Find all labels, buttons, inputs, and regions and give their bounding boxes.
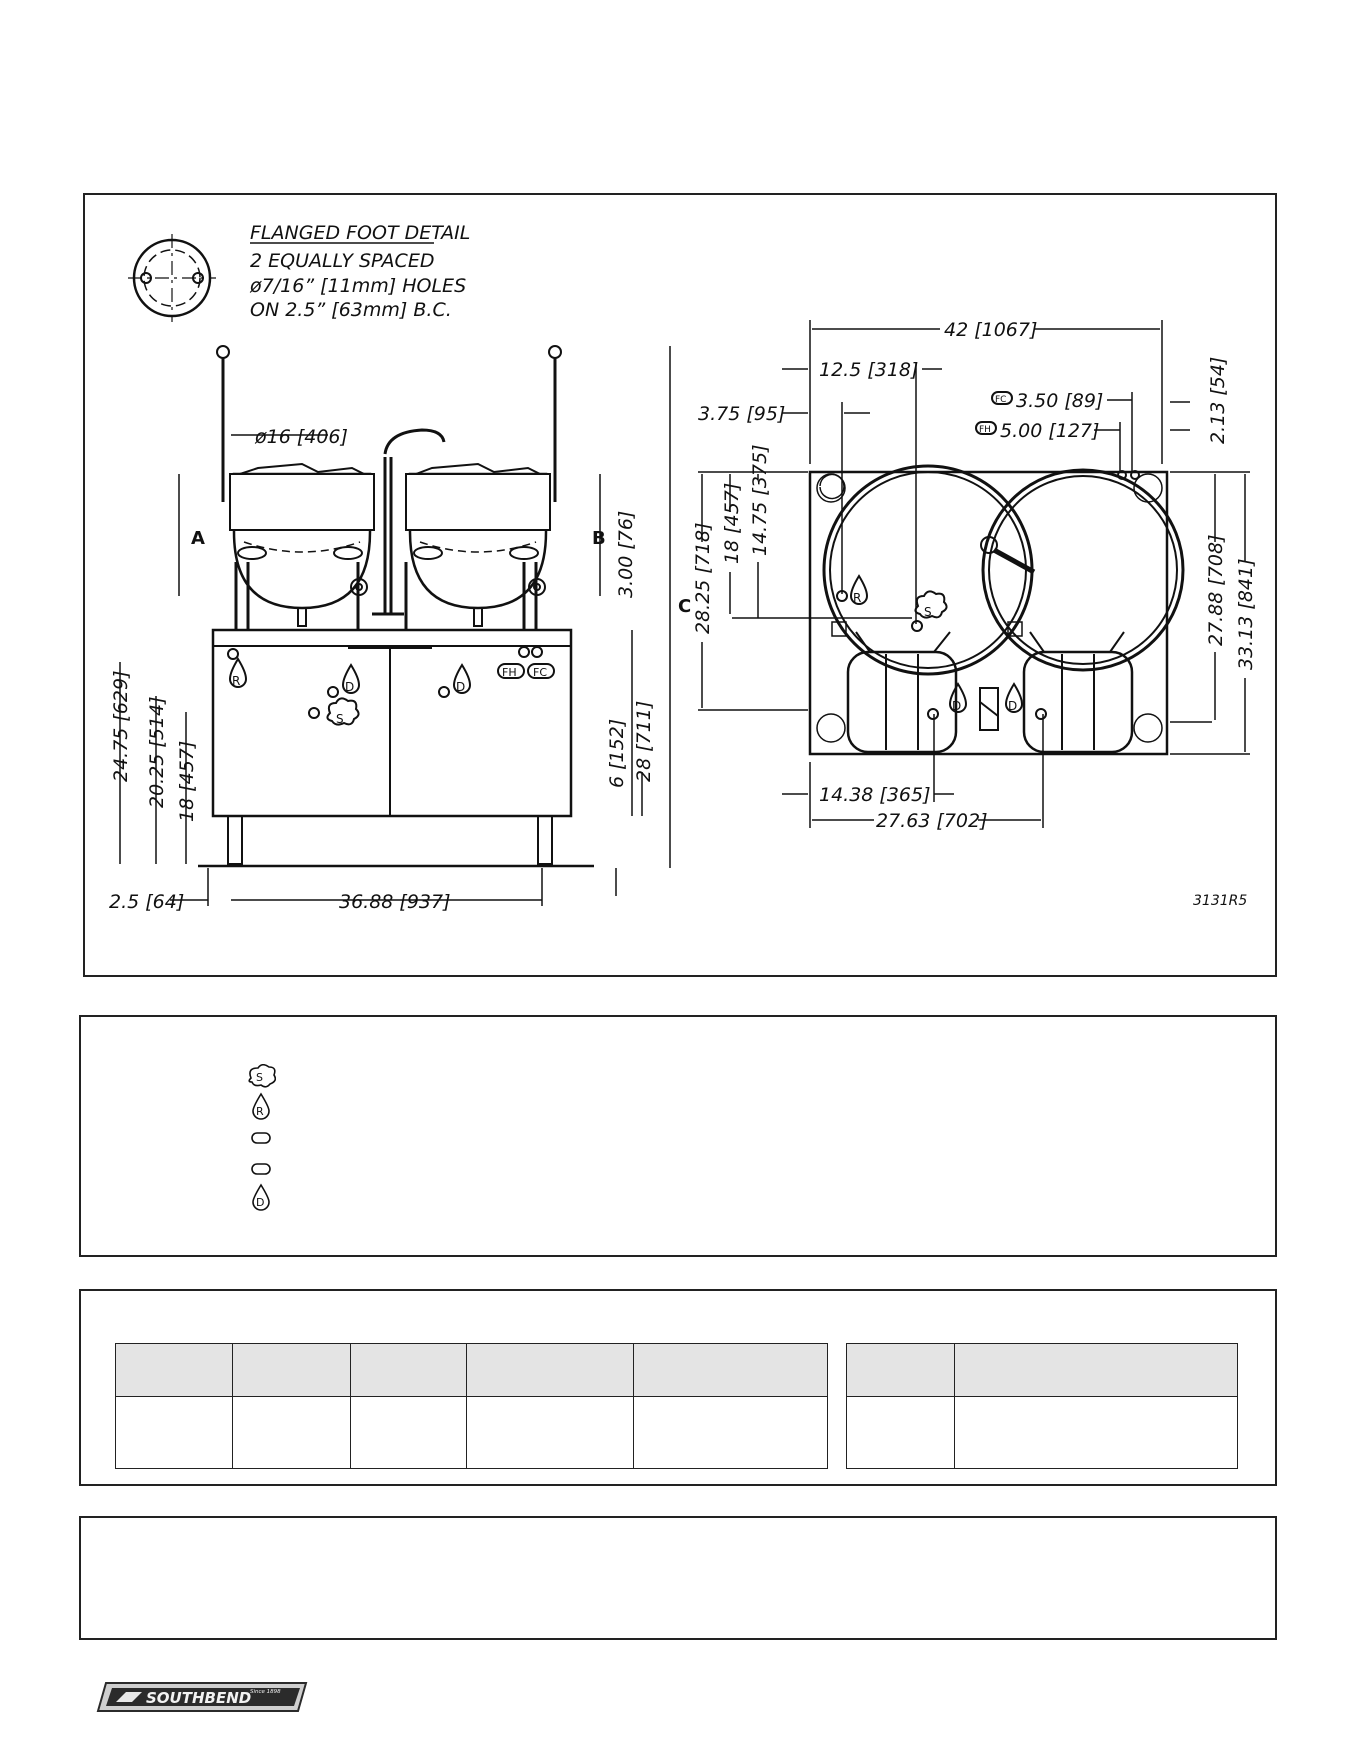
foot-detail-line2: ø7/16” [11mm] HOLES [249,275,466,297]
dim-14-75: 14.75 [375] [749,444,771,556]
front-fc-label: FC [533,666,547,679]
dim-18-plan: 18 [457] [721,483,743,564]
dim-2-5: 2.5 [64] [109,891,184,913]
notes-frame [79,1516,1277,1640]
dim-33-13: 33.13 [841] [1235,558,1257,670]
label-c: C [678,596,691,617]
table-header-cell [633,1343,828,1397]
plan-symbols: R S D D FC FH [849,391,1024,713]
dim-6: 6 [152] [606,719,628,788]
cold-water-icon [251,1132,271,1144]
front-r-label: R [232,674,240,688]
dim-20-25: 20.25 [514] [146,696,168,808]
dim-dia16: ø16 [406] [254,426,348,448]
plan-r-label: R [853,591,861,605]
logo-wordmark: SOUTHBEND [146,1689,251,1707]
table-header-cell [349,1343,468,1397]
table-header-row [845,1343,1238,1397]
table-frame [79,1289,1277,1486]
plan-view [808,464,1185,756]
plan-s-label: S [924,605,932,619]
plan-fc-label: FC [995,395,1006,405]
front-symbols: R D D S FH FC [228,657,555,726]
flanged-foot-detail [128,234,216,322]
dim-27-63: 27.63 [702] [876,810,988,832]
front-d-label-1: D [345,680,354,694]
plan-d-label-2: D [1008,699,1017,713]
table-header-cell [114,1343,234,1397]
dim-fh-5-00: 5.00 [127] [1000,420,1099,442]
front-dimension-lines [119,346,671,906]
southbend-logo: SOUTHBEND Since 1898 [96,1682,308,1712]
dim-28-25: 28.25 [718] [692,522,714,634]
logo-tagline: Since 1898 [250,1689,281,1695]
dim-2-13: 2.13 [54] [1207,357,1229,444]
table-cell [232,1396,351,1469]
table-cell [954,1396,1238,1469]
kettle-drawing: FLANGED FOOT DETAIL 2 EQUALLY SPACED ø7/… [109,222,1257,913]
table-row [845,1396,1238,1469]
table-header-row [114,1343,828,1397]
drawing-number: 3131R5 [1193,893,1247,909]
front-d-label-2: D [456,680,465,694]
legend-s-label: S [256,1071,263,1084]
table-header-cell [845,1343,956,1397]
table-cell [114,1396,234,1469]
dim-27-88: 27.88 [708] [1205,534,1227,646]
front-elevation [198,345,594,868]
dim-14-38: 14.38 [365] [819,784,931,806]
table-row [114,1396,828,1469]
label-b: B [592,528,606,549]
front-s-label: S [336,712,344,726]
dim-28: 28 [711] [633,701,655,782]
dim-18-front: 18 [457] [176,741,198,822]
legend-r-label: R [256,1105,264,1118]
foot-detail-line1: 2 EQUALLY SPACED [250,250,434,272]
plan-fh-label: FH [979,425,991,435]
hot-water-icon [251,1163,271,1175]
front-fh-label: FH [502,666,517,679]
drain-icon: D [252,1183,270,1211]
foot-detail-line3: ON 2.5” [63mm] B.C. [250,299,452,321]
dim-fc-3-50: 3.50 [89] [1016,390,1103,412]
dim-3-00: 3.00 [76] [615,511,637,598]
table-header-cell [466,1343,635,1397]
dim-24-75: 24.75 [629] [110,670,132,782]
dim-12-5: 12.5 [318] [819,359,918,381]
table-cell [845,1396,956,1469]
table-header-cell [232,1343,351,1397]
table-cell [633,1396,828,1469]
spec-table-left [114,1343,828,1469]
spec-table-right [845,1343,1238,1469]
table-header-cell [954,1343,1238,1397]
legend-d-label: D [256,1196,264,1209]
dim-36-88: 36.88 [937] [339,891,451,913]
steam-inlet-icon: S [248,1064,276,1088]
table-cell [466,1396,635,1469]
foot-detail-title: FLANGED FOOT DETAIL [250,222,470,244]
plan-d-label-1: D [952,699,961,713]
plan-dimension-lines [698,320,1250,828]
return-icon: R [252,1092,270,1120]
table-cell [349,1396,468,1469]
legend-frame: S R D [79,1015,1277,1257]
dim-42: 42 [1067] [944,319,1037,341]
drawing-frame: FLANGED FOOT DETAIL 2 EQUALLY SPACED ø7/… [83,193,1277,977]
label-a: A [191,528,205,549]
dim-3-75: 3.75 [95] [698,403,785,425]
